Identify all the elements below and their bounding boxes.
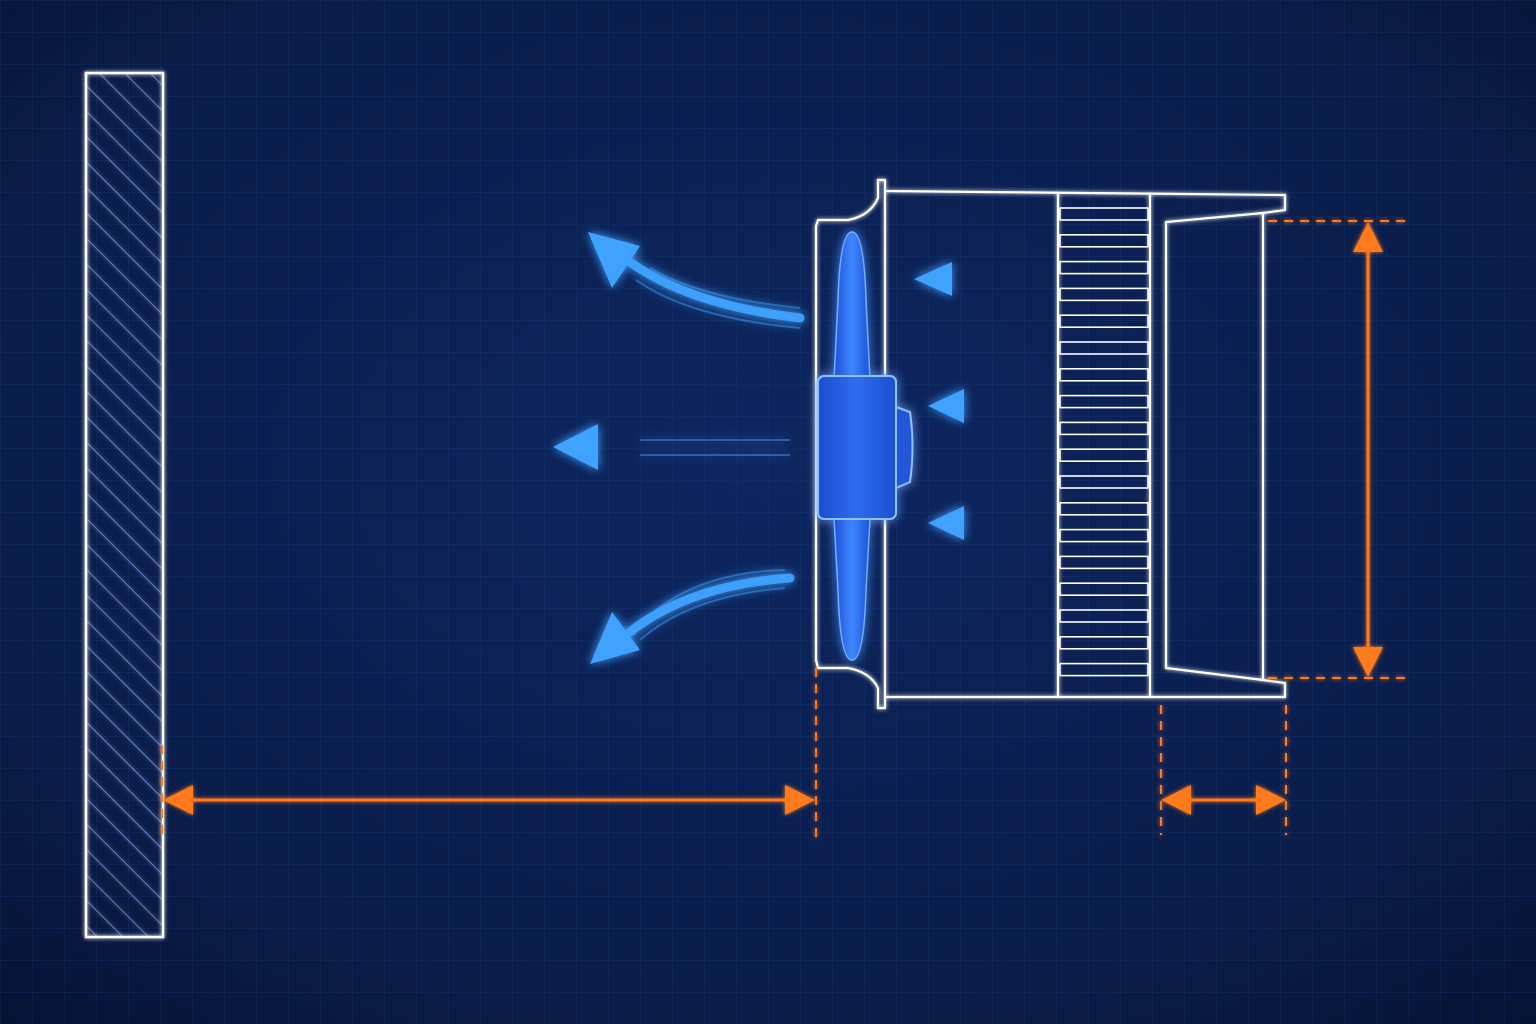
grille-slat (1059, 662, 1149, 677)
grille-slat (1059, 582, 1149, 597)
grille-slat (1059, 207, 1149, 221)
grille-slat (1059, 528, 1149, 543)
intake-airflow-arrows (914, 262, 1040, 540)
grille-slat (1059, 501, 1149, 516)
grille-slat (1059, 555, 1149, 570)
fan-hub (817, 375, 897, 520)
grille-slat (1059, 448, 1149, 463)
grille-slat (1059, 260, 1149, 275)
grille-slat (1059, 635, 1149, 650)
grille-slat (1059, 475, 1149, 489)
dimension-arrow-icon (161, 220, 1410, 838)
axial-fan-icon (817, 231, 914, 661)
airflow-arrow-icon (553, 232, 805, 664)
grille-slat (1059, 421, 1149, 436)
grille-slat (1059, 394, 1149, 409)
grille-slat (1059, 314, 1149, 329)
grille-slat (1059, 367, 1149, 382)
grille-slat (1059, 341, 1149, 355)
grille-slat (1059, 287, 1149, 302)
grille-slat (1059, 609, 1149, 623)
hatched-wall-icon (84, 71, 165, 939)
fan-motor-cap (895, 405, 914, 490)
grille-slat (1059, 234, 1149, 248)
grille-slats (1059, 207, 1149, 677)
